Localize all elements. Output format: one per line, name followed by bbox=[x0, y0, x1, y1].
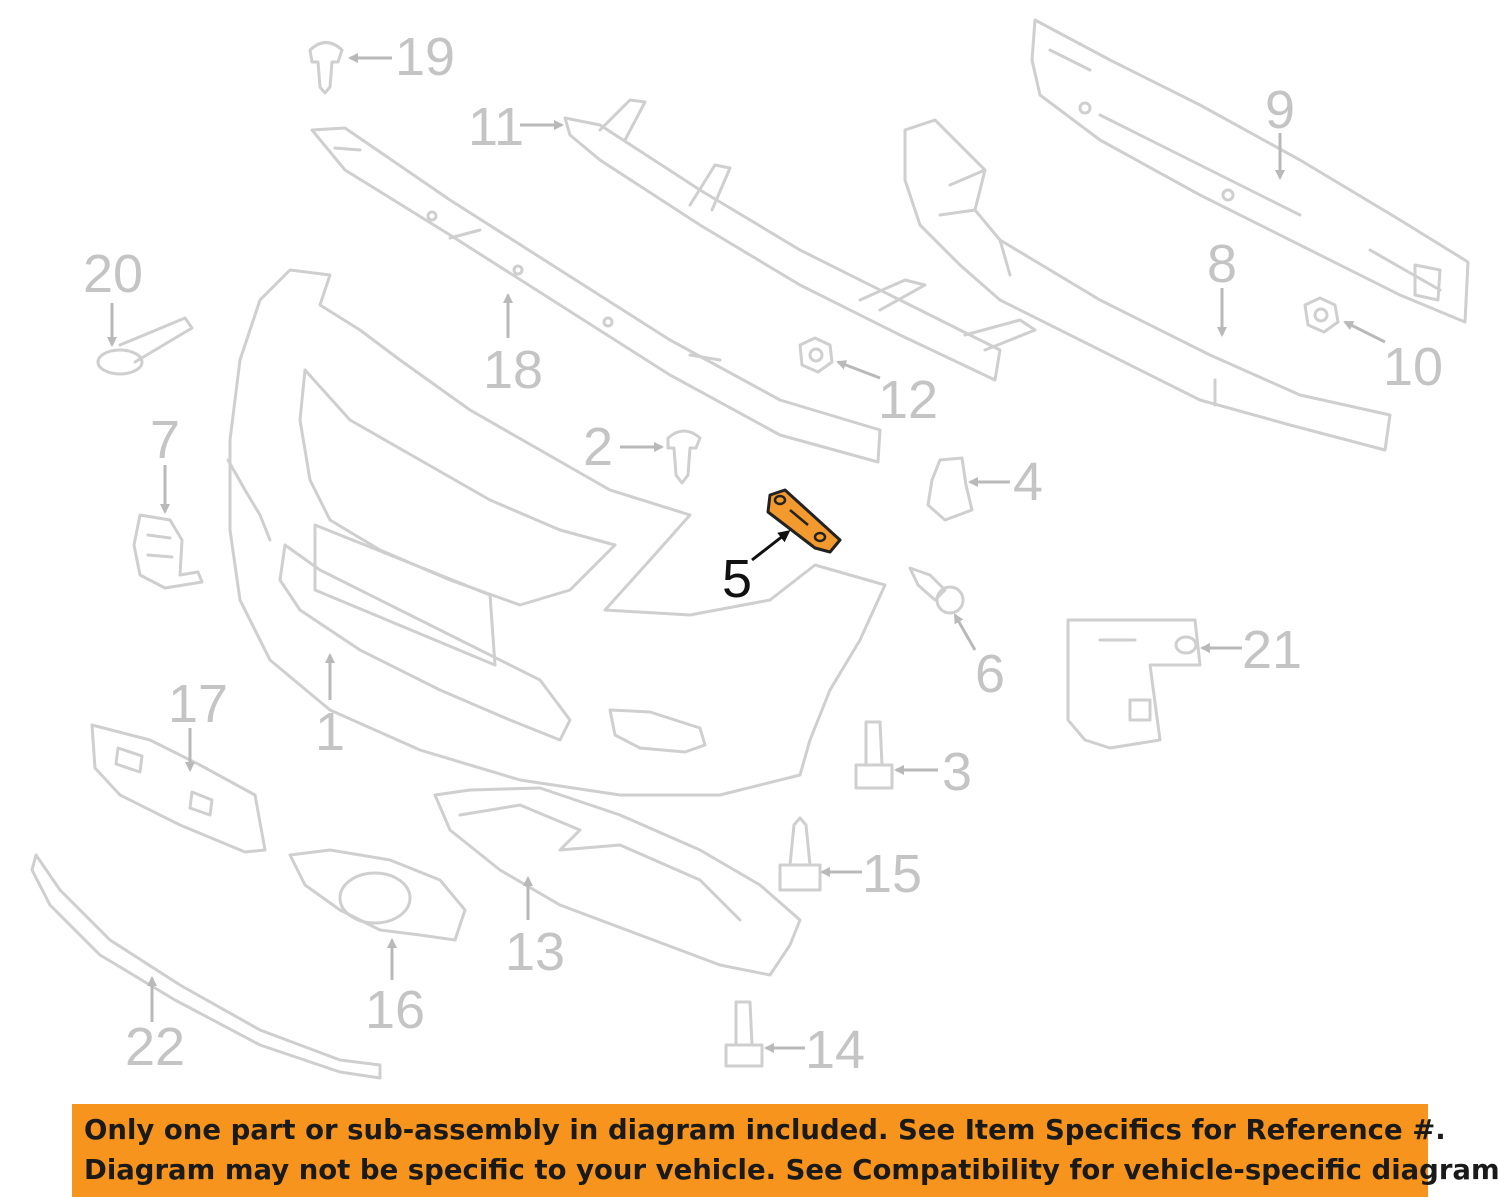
callout-15: 15 bbox=[820, 844, 922, 904]
notice-banner: Only one part or sub-assembly in diagram… bbox=[72, 1104, 1500, 1197]
svg-text:20: 20 bbox=[83, 244, 143, 304]
svg-text:2: 2 bbox=[583, 417, 613, 477]
part-18-retainer bbox=[310, 126, 882, 464]
notice-line-1: Only one part or sub-assembly in diagram… bbox=[84, 1114, 1446, 1146]
svg-text:7: 7 bbox=[150, 410, 180, 470]
part-13-undercover bbox=[433, 786, 802, 977]
svg-text:18: 18 bbox=[483, 340, 543, 400]
svg-text:4: 4 bbox=[1013, 452, 1043, 512]
callout-6: 6 bbox=[953, 613, 1005, 704]
svg-text:11: 11 bbox=[468, 97, 524, 157]
callout-10: 10 bbox=[1343, 320, 1443, 397]
svg-text:10: 10 bbox=[1383, 337, 1443, 397]
callout-22: 22 bbox=[125, 976, 185, 1077]
part-4-bracket bbox=[926, 456, 974, 522]
callout-20: 20 bbox=[83, 244, 143, 347]
part-20-tow-eye bbox=[96, 316, 194, 376]
callout-4: 4 bbox=[968, 452, 1043, 512]
callout-label: 1 bbox=[315, 702, 345, 762]
part-1-bumper-cover bbox=[226, 268, 887, 797]
svg-text:22: 22 bbox=[125, 1017, 185, 1077]
callout-9: 9 bbox=[1265, 80, 1295, 180]
svg-text:19: 19 bbox=[395, 27, 455, 87]
svg-text:21: 21 bbox=[1242, 620, 1302, 680]
part-21-side-bracket bbox=[1066, 618, 1202, 750]
part-7-bracket bbox=[132, 513, 204, 590]
part-10-nut bbox=[1303, 296, 1340, 334]
svg-text:8: 8 bbox=[1207, 234, 1237, 294]
part-11-retainer bbox=[563, 98, 1037, 382]
notice-line-2: Diagram may not be specific to your vehi… bbox=[84, 1154, 1500, 1186]
part-16-fog-bezel bbox=[288, 848, 467, 942]
svg-text:15: 15 bbox=[862, 844, 922, 904]
part-22-molding bbox=[30, 853, 382, 1080]
part-14-bolt bbox=[724, 1000, 764, 1068]
callout-5: 5 bbox=[722, 530, 791, 609]
svg-text:16: 16 bbox=[365, 980, 425, 1040]
callout-13: 13 bbox=[505, 876, 565, 982]
svg-text:13: 13 bbox=[505, 922, 565, 982]
callout-11: 11 bbox=[468, 97, 564, 157]
callout-2: 2 bbox=[583, 417, 664, 477]
callout-16: 16 bbox=[365, 938, 425, 1040]
part-5-bracket-highlighted bbox=[766, 488, 842, 554]
part-19-clip bbox=[308, 41, 344, 95]
callout-7: 7 bbox=[150, 410, 180, 514]
callout-8: 8 bbox=[1207, 234, 1237, 337]
part-8-absorber bbox=[903, 118, 1392, 452]
part-2-clip bbox=[666, 429, 702, 485]
part-3-bolt bbox=[854, 720, 894, 790]
svg-text:6: 6 bbox=[975, 644, 1005, 704]
part-17-bracket bbox=[90, 723, 267, 854]
callout-1: 1 bbox=[315, 653, 345, 762]
callout-18: 18 bbox=[483, 293, 543, 400]
svg-text:12: 12 bbox=[878, 370, 938, 430]
callout-14: 14 bbox=[764, 1020, 865, 1080]
svg-text:5: 5 bbox=[722, 549, 752, 609]
part-12-nut bbox=[798, 336, 834, 374]
svg-text:9: 9 bbox=[1265, 80, 1295, 140]
part-15-screw bbox=[778, 816, 822, 892]
callout-21: 21 bbox=[1200, 620, 1302, 680]
callout-19: 19 bbox=[348, 27, 455, 87]
svg-text:3: 3 bbox=[942, 742, 972, 802]
part-6-screw bbox=[908, 566, 965, 615]
svg-text:17: 17 bbox=[168, 674, 228, 734]
parts-diagram: 1 2 3 4 5 6 bbox=[30, 18, 1470, 1080]
callout-3: 3 bbox=[894, 742, 972, 802]
svg-text:14: 14 bbox=[805, 1020, 865, 1080]
part-9-reinforcement bbox=[1030, 18, 1470, 324]
callout-12: 12 bbox=[836, 360, 938, 430]
callout-17: 17 bbox=[168, 674, 228, 772]
